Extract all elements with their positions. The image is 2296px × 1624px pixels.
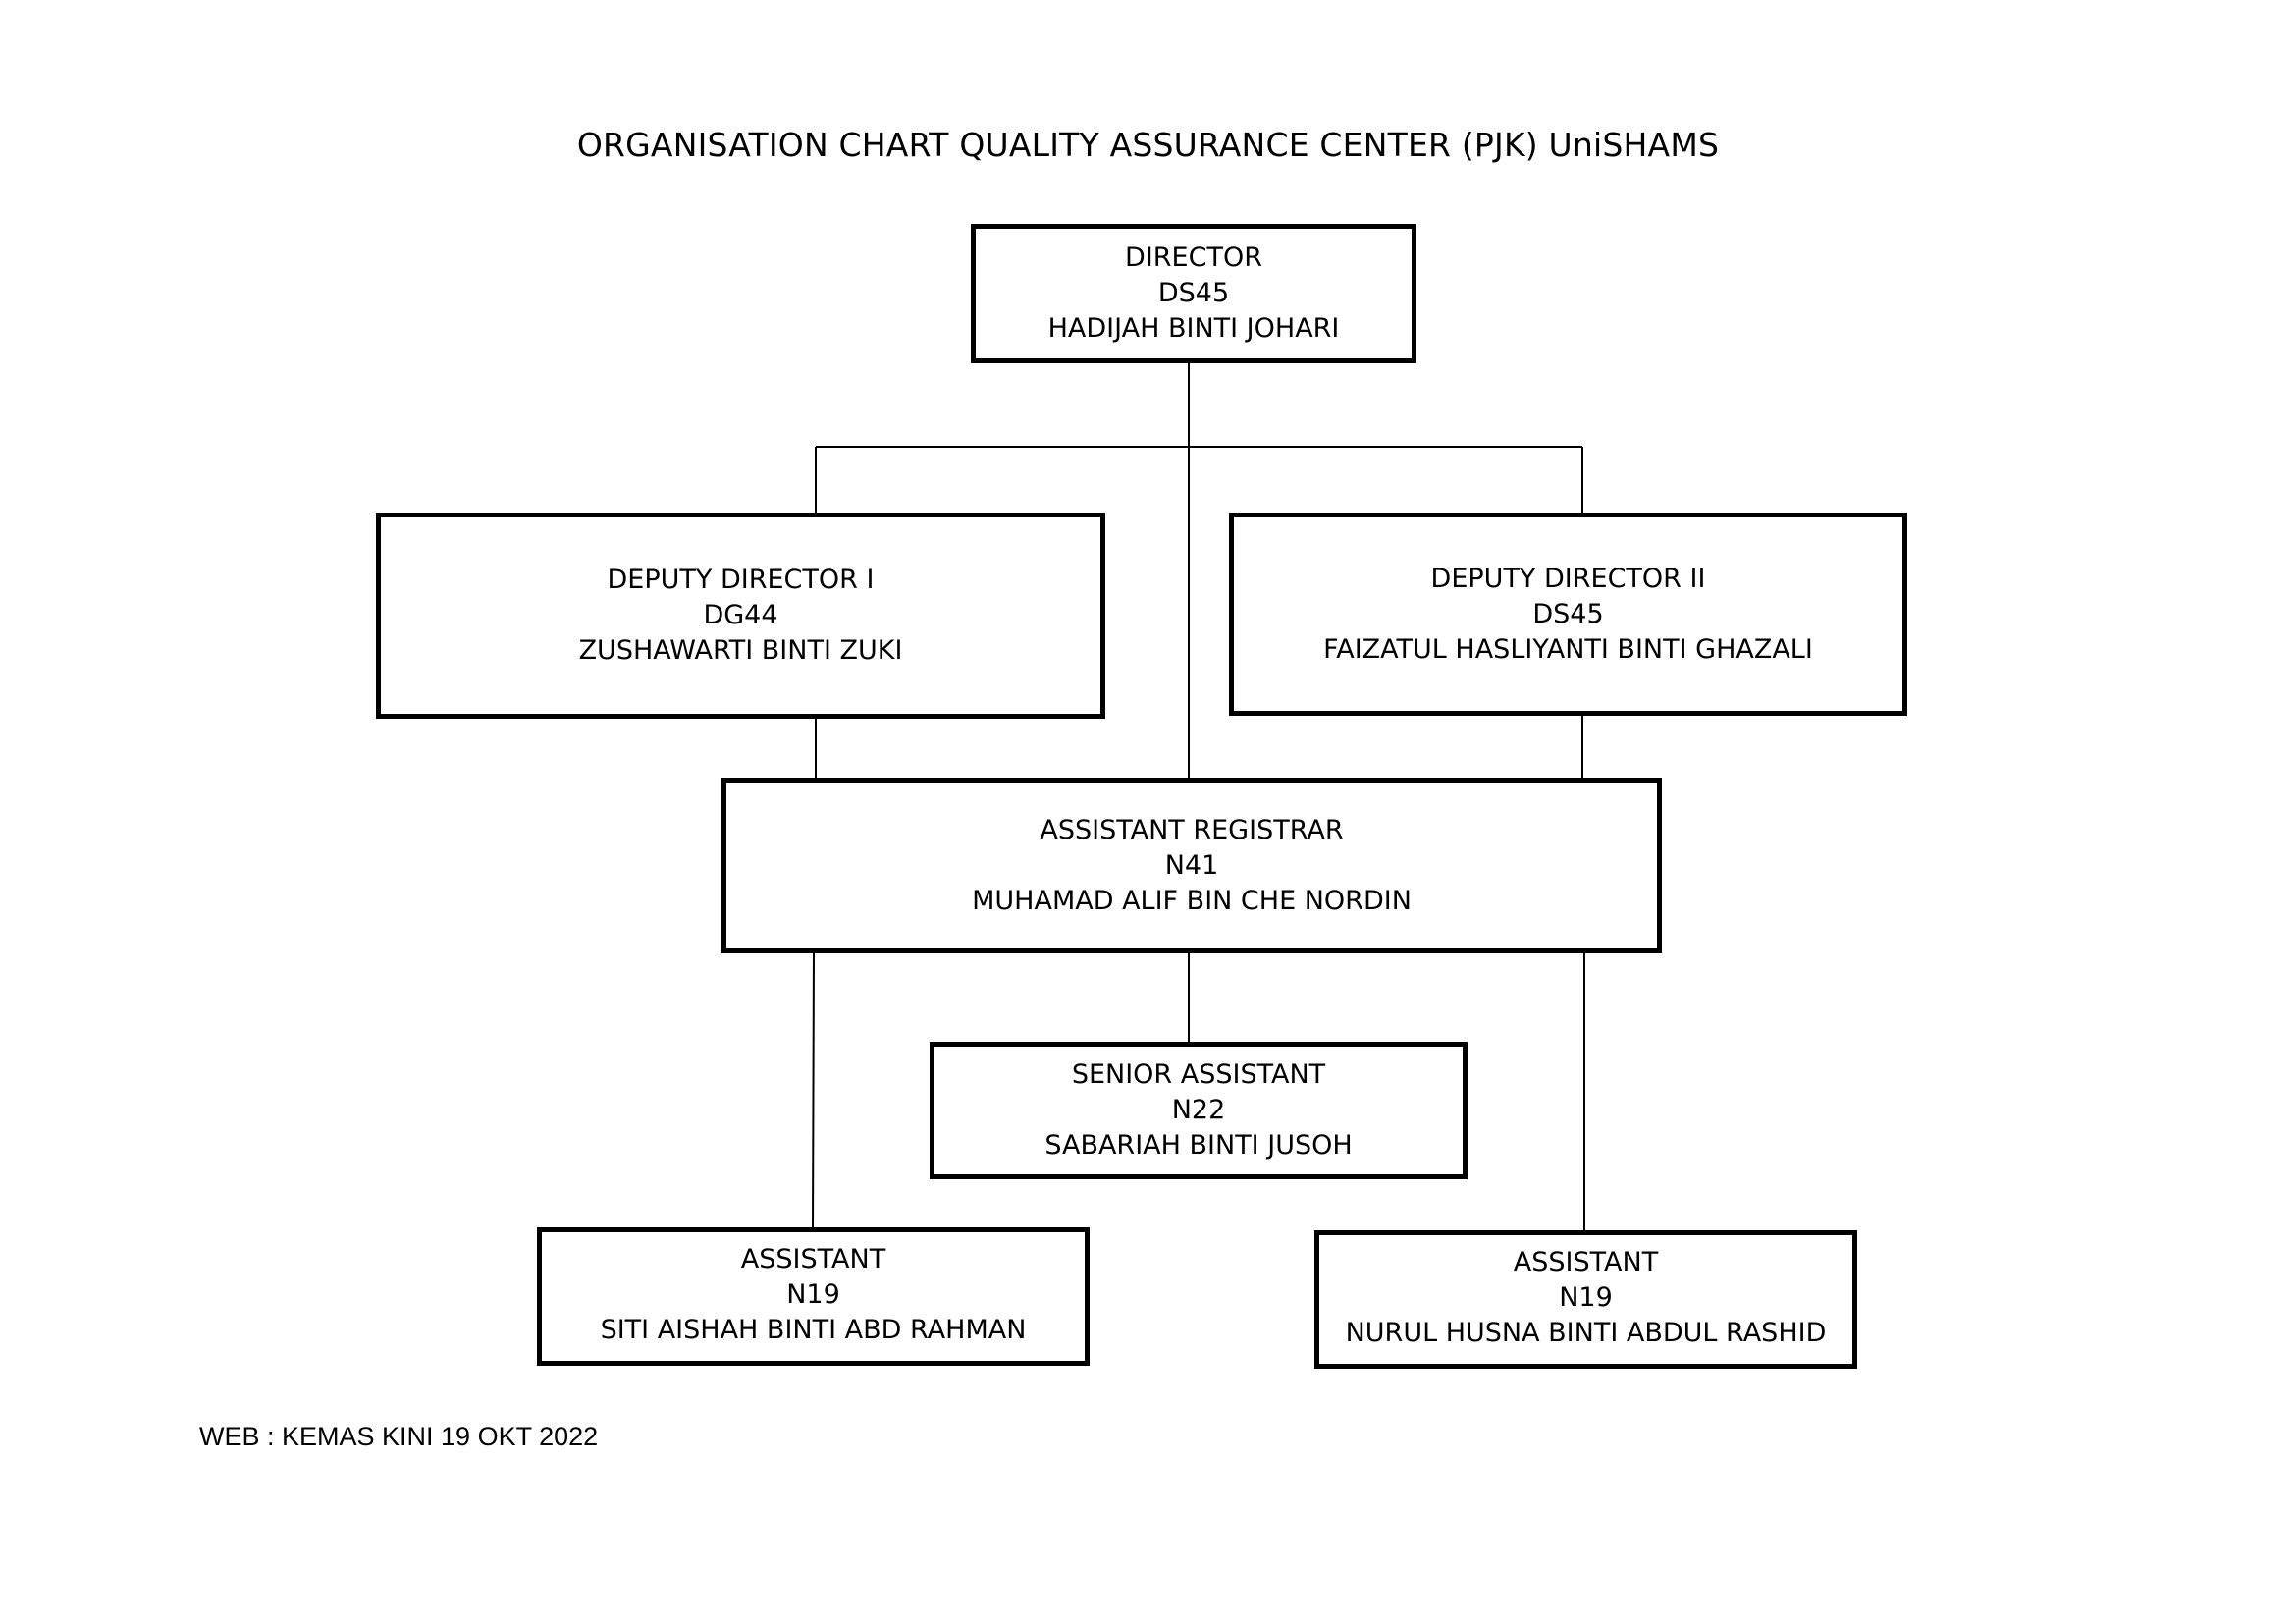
node-senior-role: SENIOR ASSISTANT: [1071, 1059, 1326, 1090]
node-director-role: DIRECTOR: [1125, 243, 1262, 273]
node-registrar-grade: N41: [1164, 849, 1219, 881]
node-assistant-1: ASSISTANT N19 SITI AISHAH BINTI ABD RAHM…: [537, 1227, 1090, 1366]
node-assistant-1-name: SITI AISHAH BINTI ABD RAHMAN: [600, 1315, 1027, 1345]
node-assistant-registrar: ASSISTANT REGISTRAR N41 MUHAMAD ALIF BIN…: [721, 778, 1662, 953]
node-senior-name: SABARIAH BINTI JUSOH: [1044, 1130, 1353, 1161]
node-deputy-1-name: ZUSHAWARTI BINTI ZUKI: [578, 635, 903, 666]
node-senior-grade: N22: [1171, 1095, 1226, 1125]
node-deputy-director-1: DEPUTY DIRECTOR I DG44 ZUSHAWARTI BINTI …: [376, 513, 1105, 719]
node-assistant-1-grade: N19: [786, 1279, 840, 1310]
node-deputy-1-role: DEPUTY DIRECTOR I: [607, 565, 875, 595]
node-deputy-2-name: FAIZATUL HASLIYANTI BINTI GHAZALI: [1323, 633, 1813, 665]
node-assistant-2-role: ASSISTANT: [1513, 1247, 1659, 1277]
node-deputy-2-role: DEPUTY DIRECTOR II: [1430, 563, 1706, 594]
node-assistant-2-grade: N19: [1559, 1282, 1613, 1313]
node-deputy-2-grade: DS45: [1532, 598, 1604, 629]
node-assistant-2: ASSISTANT N19 NURUL HUSNA BINTI ABDUL RA…: [1314, 1230, 1857, 1369]
node-director-grade: DS45: [1157, 278, 1230, 308]
node-assistant-1-role: ASSISTANT: [740, 1244, 886, 1274]
connector-registrar-to-assistant-1: [812, 952, 815, 1228]
node-senior-assistant: SENIOR ASSISTANT N22 SABARIAH BINTI JUSO…: [930, 1042, 1468, 1179]
chart-title: ORGANISATION CHART QUALITY ASSURANCE CEN…: [576, 126, 1720, 164]
node-deputy-1-grade: DG44: [703, 600, 778, 630]
footer-update-note: WEB : KEMAS KINI 19 OKT 2022: [199, 1422, 599, 1451]
node-director-name: HADIJAH BINTI JOHARI: [1047, 313, 1340, 344]
node-assistant-2-name: NURUL HUSNA BINTI ABDUL RASHID: [1345, 1318, 1827, 1348]
node-registrar-role: ASSISTANT REGISTRAR: [1040, 814, 1344, 845]
node-director: DIRECTOR DS45 HADIJAH BINTI JOHARI: [971, 224, 1416, 363]
node-deputy-director-2: DEPUTY DIRECTOR II DS45 FAIZATUL HASLIYA…: [1229, 513, 1907, 716]
node-registrar-name: MUHAMAD ALIF BIN CHE NORDIN: [972, 885, 1412, 916]
